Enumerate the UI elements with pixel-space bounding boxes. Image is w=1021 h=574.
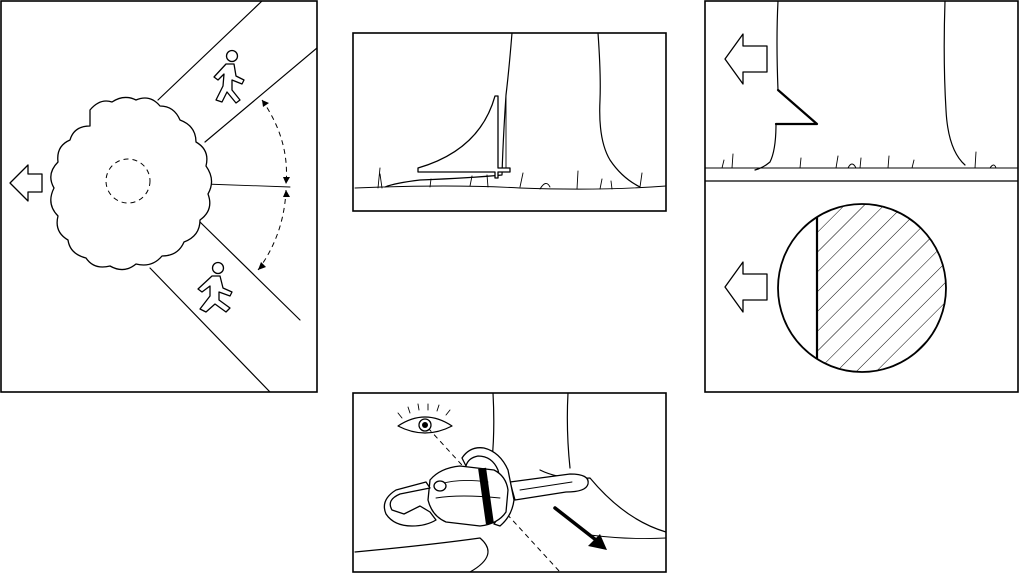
panel-sighting-chainsaw bbox=[353, 393, 666, 572]
panel-felling-wedge bbox=[353, 33, 666, 211]
panel-felling-zone bbox=[1, 1, 317, 392]
panel-directional-notch bbox=[705, 1, 1018, 392]
